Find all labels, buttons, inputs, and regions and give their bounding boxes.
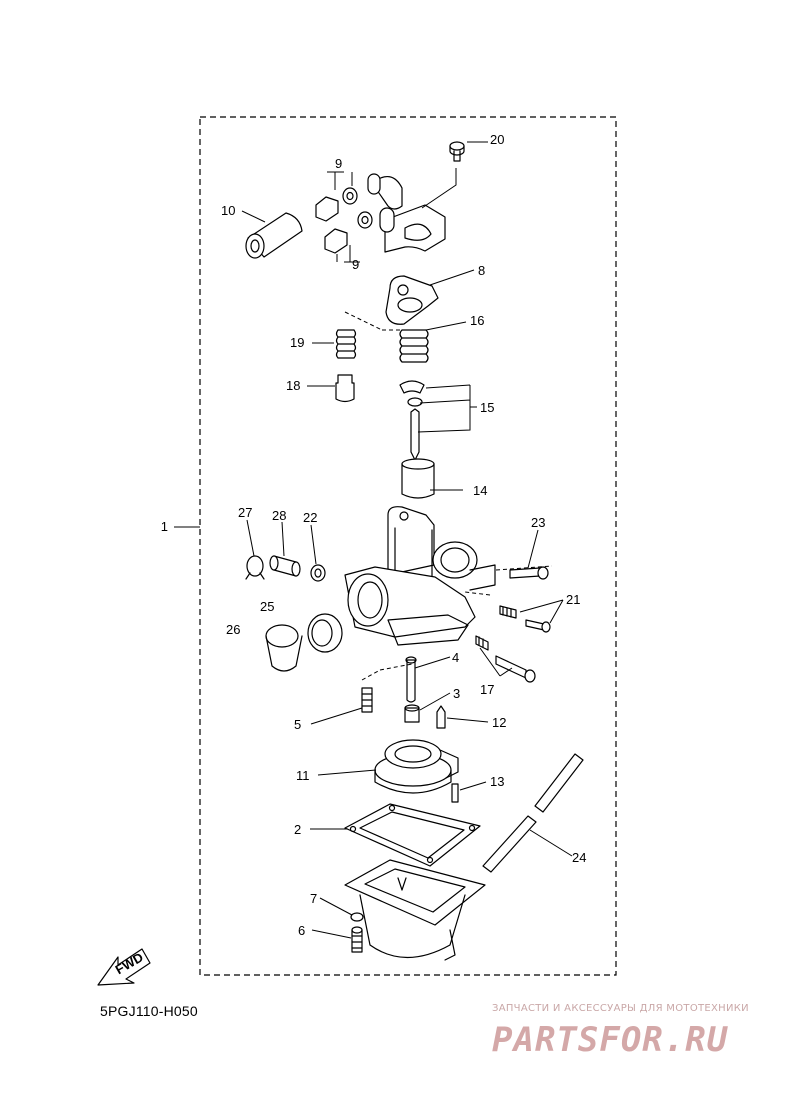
- label-26: 26: [226, 622, 240, 637]
- part-2-gasket: [344, 803, 481, 867]
- part-carburetor-body: [344, 506, 496, 646]
- label-3: 3: [453, 686, 460, 701]
- part-5-pilot-jet: [361, 687, 373, 713]
- label-23: 23: [531, 515, 545, 530]
- label-11: 11: [296, 768, 310, 783]
- part-float-bowl: [344, 859, 486, 961]
- label-18: 18: [286, 378, 300, 393]
- label-14: 14: [473, 483, 487, 498]
- label-12: 12: [492, 715, 506, 730]
- watermark-caption: ЗАПЧАСТИ И АКСЕССУАРЫ ДЛЯ МОТОТЕХНИКИ: [492, 1003, 749, 1014]
- label-25: 25: [260, 599, 274, 614]
- part-15-needle-set: [399, 380, 425, 461]
- label-1: 1: [161, 519, 168, 534]
- part-numbers: 1 20 9 9 10 8 16 19 18 15 14 27 28 22 23…: [113, 132, 587, 977]
- fwd-arrow-icon: [97, 948, 151, 986]
- part-23-screw: [509, 566, 549, 580]
- label-8: 8: [478, 263, 485, 278]
- label-17: 17: [480, 682, 494, 697]
- label-16: 16: [470, 313, 484, 328]
- drawing-code: 5PGJ110-H050: [100, 1003, 198, 1019]
- part-20-screw: [449, 141, 465, 162]
- label-9-bottom: 9: [352, 257, 359, 272]
- assembly-frame: [199, 116, 617, 976]
- part-10-boot: [245, 212, 303, 259]
- part-27-clip: [245, 555, 265, 580]
- part-11-float: [374, 739, 459, 794]
- label-28: 28: [272, 508, 286, 523]
- label-6: 6: [298, 923, 305, 938]
- part-4-needle-jet: [405, 656, 417, 703]
- part-9-caps: [315, 187, 373, 254]
- label-2: 2: [294, 822, 301, 837]
- part-16-spring: [399, 329, 429, 363]
- part-3-main-jet: [404, 704, 420, 723]
- part-19-spring: [335, 329, 357, 359]
- part-28-pipe: [269, 555, 301, 577]
- label-4: 4: [452, 650, 459, 665]
- part-22-nut: [310, 564, 326, 582]
- label-27: 27: [238, 505, 252, 520]
- label-5: 5: [294, 717, 301, 732]
- label-20: 20: [490, 132, 504, 147]
- label-22: 22: [303, 510, 317, 525]
- part-14-throttle-valve: [401, 458, 435, 499]
- label-19: 19: [290, 335, 304, 350]
- part-elbow-cover: [367, 173, 446, 253]
- part-12-float-needle: [436, 705, 446, 729]
- part-17-screw-set: [475, 635, 536, 683]
- label-9-top: 9: [335, 156, 342, 171]
- part-25-ring: [307, 613, 343, 653]
- part-18-plunger: [335, 374, 355, 403]
- part-6-screw: [351, 926, 363, 953]
- watermark-brand: PARTSFOR.RU: [492, 1020, 729, 1060]
- label-21: 21: [566, 592, 580, 607]
- part-24-tube: [482, 753, 584, 873]
- label-13: 13: [490, 774, 504, 789]
- part-13-pin: [451, 783, 459, 803]
- part-7-washer: [350, 912, 364, 922]
- label-7: 7: [310, 891, 317, 906]
- label-10: 10: [221, 203, 235, 218]
- label-15: 15: [480, 400, 494, 415]
- part-21-screw-set: [499, 605, 551, 633]
- part-26-cap: [265, 624, 303, 672]
- part-8-plate: [385, 275, 439, 325]
- label-24: 24: [572, 850, 586, 865]
- leader-lines: [174, 141, 573, 939]
